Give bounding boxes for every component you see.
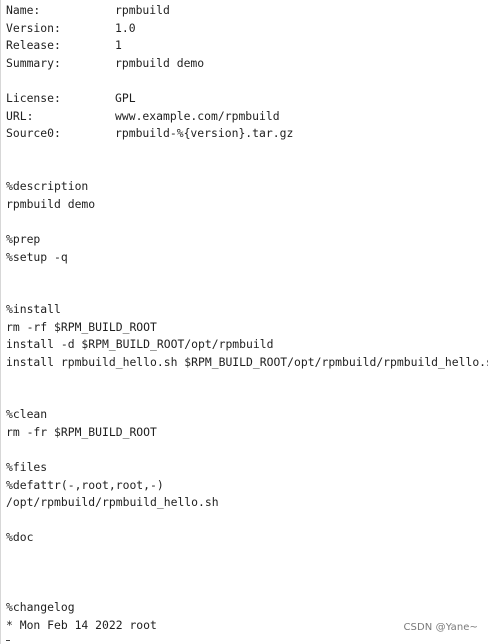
name-value: rpmbuild xyxy=(115,3,170,17)
install-cmd-rm: rm -rf $RPM_BUILD_ROOT xyxy=(6,319,157,334)
files-tag: %files xyxy=(6,460,48,474)
files-defattr: %defattr(-,root,root,-) xyxy=(6,477,164,492)
setup-line: %setup -q xyxy=(6,249,68,264)
url-value: www.example.com/rpmbuild xyxy=(115,108,280,123)
clean-tag: %clean xyxy=(6,407,48,421)
license-value: GPL xyxy=(115,91,136,105)
description-text: rpmbuild demo xyxy=(6,196,96,211)
release-key: Release: xyxy=(6,38,61,52)
url-line: URL: www.example.com/rpmbuild xyxy=(6,108,280,126)
license-key: License: xyxy=(6,91,61,105)
files-path: /opt/rpmbuild/rpmbuild_hello.sh xyxy=(6,495,219,509)
source0-value: rpmbuild-%{version}.tar.gz xyxy=(115,126,294,140)
prep-tag: %prep xyxy=(6,232,41,246)
release-value: 1 xyxy=(115,38,122,52)
version-key: Version: xyxy=(6,20,61,35)
changelog-entry: * Mon Feb 14 2022 root xyxy=(6,617,157,632)
clean-cmd: rm -fr $RPM_BUILD_ROOT xyxy=(6,424,157,439)
source0-key: Source0: xyxy=(6,126,61,140)
text-cursor xyxy=(6,640,10,641)
source0-line: Source0: rpmbuild-%{version}.tar.gz xyxy=(6,125,293,143)
name-key: Name: xyxy=(6,3,41,17)
name-line: Name: rpmbuild xyxy=(6,2,170,20)
license-line: License: GPL xyxy=(6,90,136,108)
release-line: Release: 1 xyxy=(6,37,122,55)
install-tag: %install xyxy=(6,302,61,316)
csdn-watermark: CSDN @Yane~ xyxy=(403,622,478,633)
summary-value: rpmbuild demo xyxy=(115,55,205,70)
summary-line: Summary: rpmbuild demo xyxy=(6,55,204,73)
url-key: URL: xyxy=(6,108,34,123)
version-line: Version: 1.0 xyxy=(6,20,136,38)
version-value: 1.0 xyxy=(115,20,136,35)
description-tag: %description xyxy=(6,179,89,193)
install-cmd-copy: install rpmbuild_hello.sh $RPM_BUILD_ROO… xyxy=(6,354,488,369)
changelog-tag: %changelog xyxy=(6,600,75,614)
summary-key: Summary: xyxy=(6,55,61,70)
install-cmd-mkdir: install -d $RPM_BUILD_ROOT/opt/rpmbuild xyxy=(6,337,274,351)
doc-tag: %doc xyxy=(6,530,34,544)
